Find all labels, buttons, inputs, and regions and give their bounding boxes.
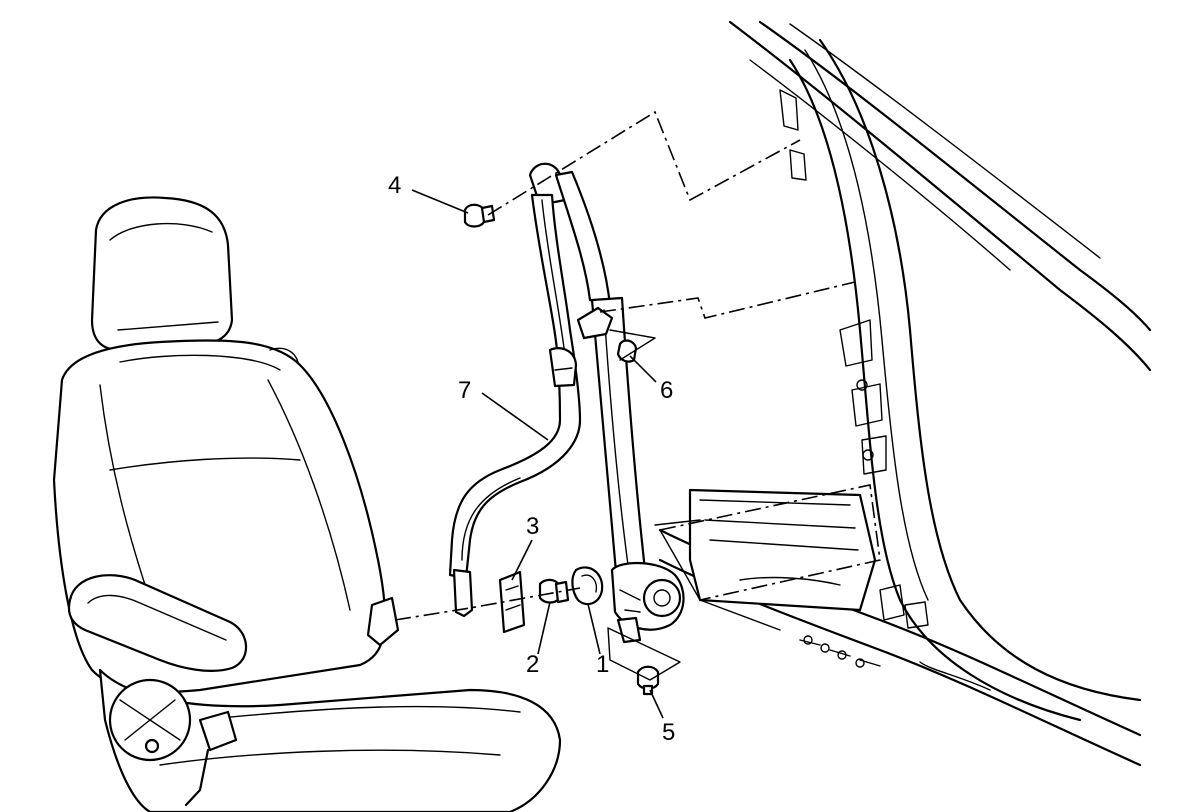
part-4-bolt	[463, 203, 496, 228]
callout-5: 5	[662, 719, 675, 746]
seat-anchor-bracket	[366, 596, 400, 647]
part-5-bolt	[636, 665, 660, 696]
headrest	[90, 196, 234, 352]
body-pillar	[658, 20, 1152, 767]
part-3-cover	[498, 570, 526, 634]
callout-4: 4	[388, 172, 401, 199]
callout-7: 7	[458, 377, 471, 404]
hardware	[463, 203, 660, 696]
callout-2: 2	[526, 651, 539, 678]
seat	[52, 196, 562, 812]
callout-1: 1	[596, 651, 609, 678]
callout-6: 6	[660, 377, 673, 404]
part-2-bolt	[538, 578, 570, 604]
callouts: 4 7 6 3 2 1 5	[388, 172, 675, 746]
seat-cushion	[98, 668, 562, 812]
part-1-spacer	[571, 566, 604, 606]
leader-lines	[411, 189, 664, 719]
armrest	[67, 574, 248, 672]
alignment-lines	[394, 110, 881, 681]
callout-3: 3	[526, 513, 539, 540]
seat-belt-assembly	[448, 162, 685, 644]
